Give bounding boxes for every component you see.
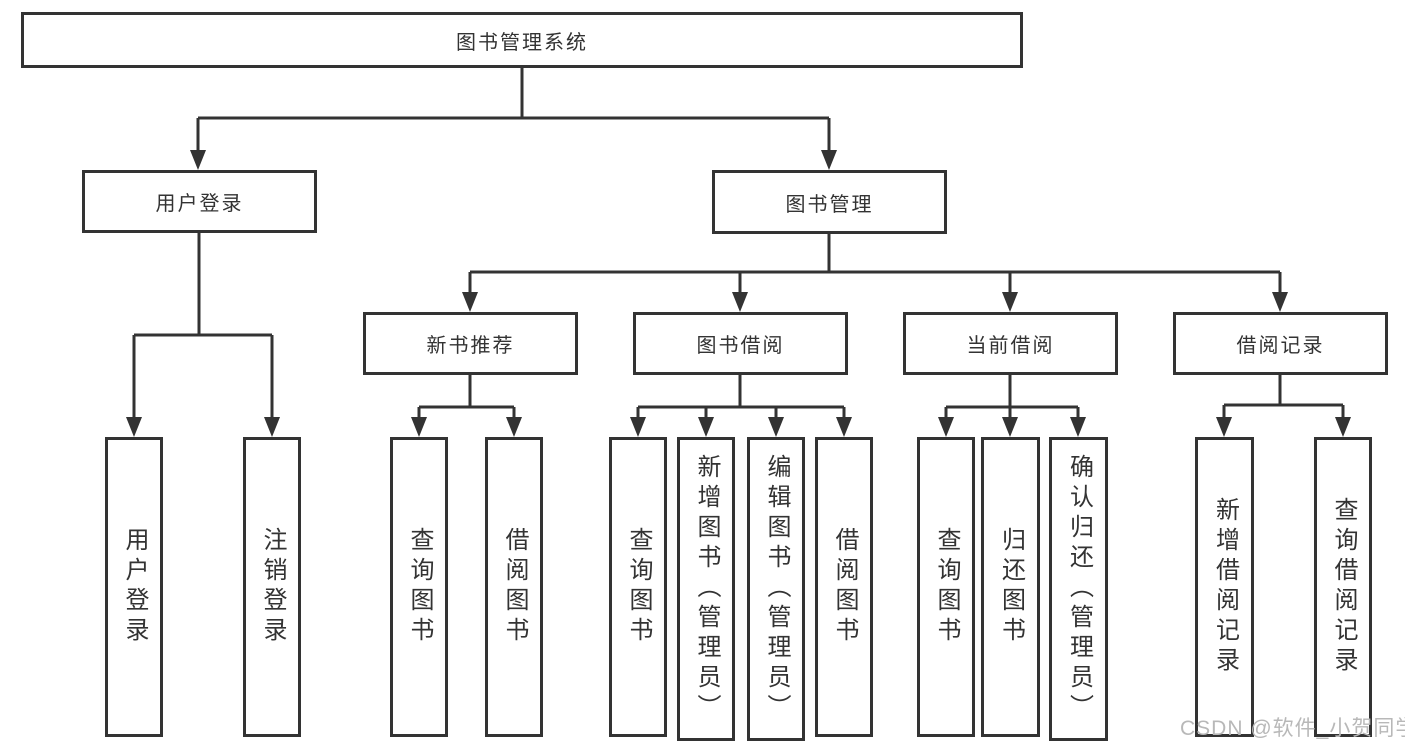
watermark-text: CSDN @软件_小贺同学 — [1180, 717, 1405, 740]
node-confirm-return-admin: 确认归还（管理员） — [1049, 437, 1108, 741]
node-return-books: 归还图书 — [981, 437, 1040, 737]
node-add-borrow-record: 新增借阅记录 — [1195, 437, 1254, 737]
node-new-book-recommendation: 新书推荐 — [363, 312, 578, 375]
node-logout: 注销登录 — [243, 437, 301, 737]
node-library-management-system: 图书管理系统 — [21, 12, 1023, 68]
node-borrow-books-recommend: 借阅图书 — [485, 437, 543, 737]
node-user-login: 用户登录 — [82, 170, 317, 233]
node-query-books-current: 查询图书 — [917, 437, 975, 737]
node-borrowing-records: 借阅记录 — [1173, 312, 1388, 375]
node-book-management: 图书管理 — [712, 170, 947, 234]
node-current-borrowing: 当前借阅 — [903, 312, 1118, 375]
node-edit-books-admin: 编辑图书（管理员） — [747, 437, 805, 741]
node-query-borrow-record: 查询借阅记录 — [1314, 437, 1372, 737]
node-book-borrowing: 图书借阅 — [633, 312, 848, 375]
node-borrow-books-leaf: 借阅图书 — [815, 437, 873, 737]
node-add-books-admin: 新增图书（管理员） — [677, 437, 735, 741]
node-query-books-borrowing: 查询图书 — [609, 437, 667, 737]
node-query-books-recommend: 查询图书 — [390, 437, 448, 737]
node-user-login-leaf: 用户登录 — [105, 437, 163, 737]
